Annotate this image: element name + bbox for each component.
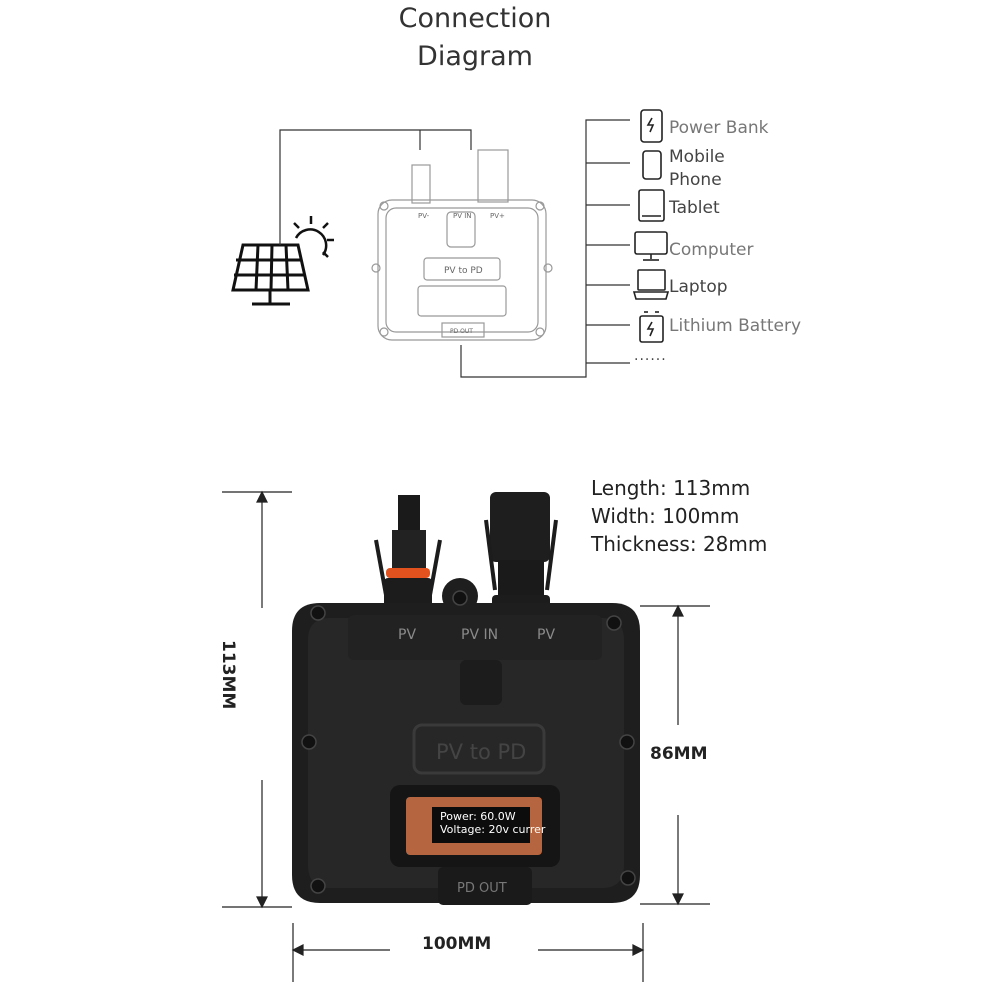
outline-out: PD OUT [450,328,473,335]
device-label-lithium-battery: Lithium Battery [669,316,802,336]
spec-width: Width: 100mm [591,504,740,528]
spec-thickness: Thickness: 28mm [591,532,768,556]
device-label-computer: Computer [669,240,754,260]
connection-wires [279,119,630,378]
pv-minus-connector [374,495,442,608]
connection-diagram: PV- PV IN PV+ PV to PD PD OUT [231,109,670,378]
computer-icon [634,231,668,261]
product-port-left: PV [398,627,416,643]
spec-list: Length: 113mm Width: 100mm Thickness: 28… [591,474,767,558]
pv-plus-connector [484,492,558,617]
dimension-lines [222,490,710,982]
product-port-mid: PV IN [461,627,498,643]
title-line-2: Diagram [417,41,533,72]
screen-voltage: Voltage: 20v currer [440,823,546,836]
outline-port-mid: PV IN [453,212,472,220]
dimension-height-label: 86MM [650,744,708,764]
diagram-title: Connection Diagram [330,0,620,76]
solar-panel-icon [231,243,310,306]
sun-icon [293,216,334,258]
product-view: PV PV IN PV PV to PD PD OUT [222,490,710,982]
power-bank-icon [640,109,663,143]
title-line-1: Connection [398,3,552,34]
device-label-tablet: Tablet [669,198,720,218]
screen-power: Power: 60.0W [440,810,516,823]
outline-port-right: PV+ [490,212,505,220]
mobile-phone-icon [642,150,662,180]
tablet-icon [638,189,665,222]
dimension-length-label: 113MM [218,640,238,710]
outline-converter [371,149,553,341]
device-label-mobile-phone: Mobile Phone [669,147,725,190]
outline-badge: PV to PD [444,266,483,276]
outline-port-left: PV- [418,212,430,220]
product-badge: PV to PD [436,740,526,764]
laptop-icon [632,269,670,300]
converter-body [292,578,640,905]
display-screen: Power: 60.0W Voltage: 20v currer [440,810,545,836]
device-label-more: ······ [634,352,667,368]
product-out: PD OUT [457,881,507,896]
dimension-width-label: 100MM [422,934,492,954]
device-label-laptop: Laptop [669,277,728,297]
device-label-power-bank: Power Bank [669,118,769,138]
spec-length: Length: 113mm [591,476,751,500]
lithium-battery-icon [639,311,664,343]
product-port-right: PV [537,627,555,643]
